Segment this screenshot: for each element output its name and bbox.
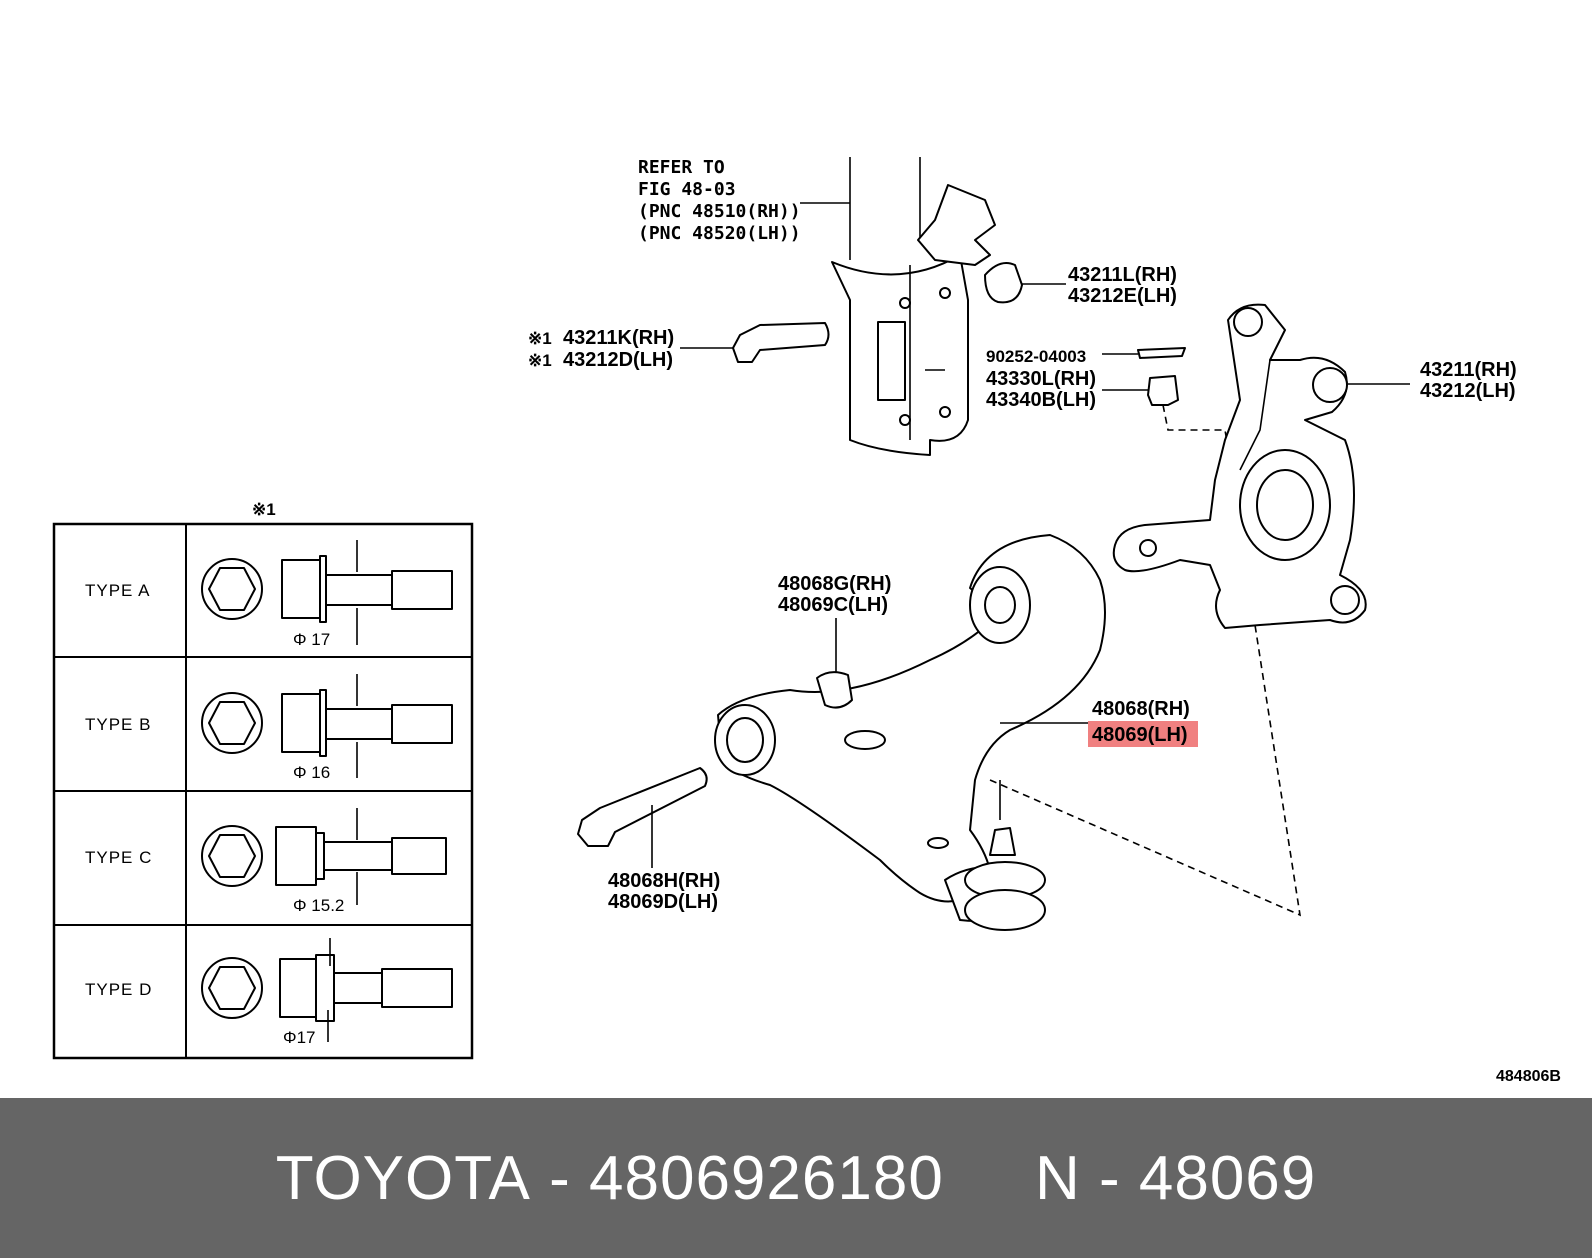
bolt-types-table: ※1 TYPE A Φ 17 TYPE B <box>52 500 474 1060</box>
table-row: TYPE B Φ 16 <box>85 674 453 782</box>
footer-n-label: N <box>1034 1143 1081 1213</box>
footer-part-number: 4806926180 <box>589 1143 944 1213</box>
callout-43212D: 43212D(LH) <box>563 349 673 371</box>
footer-brand: TOYOTA <box>275 1143 531 1213</box>
svg-text:REFER TO: REFER TO <box>638 157 725 178</box>
diameter-label: Φ 16 <box>293 763 330 782</box>
hub-bolt-icon <box>201 540 453 645</box>
mark-1a: ※1 <box>528 329 552 348</box>
type-label: TYPE D <box>85 980 152 999</box>
parts-diagram: REFER TO FIG 48-03 (PNC 48510(RH)) (PNC … <box>52 157 1561 1085</box>
svg-text:(PNC 48510(RH)): (PNC 48510(RH)) <box>638 201 801 222</box>
callout-43330L: 43330L(RH) <box>986 368 1096 390</box>
cotter-pin-and-nut <box>1102 347 1231 461</box>
callout-48068H: 48068H(RH) <box>608 870 720 892</box>
callout-48068G: 48068G(RH) <box>778 573 891 595</box>
callout-43211L: 43211L(RH) <box>1068 264 1177 286</box>
footer-pnc: 48069 <box>1138 1143 1317 1213</box>
diameter-label: Φ 15.2 <box>293 896 344 915</box>
hub-bolt-icon <box>201 674 453 778</box>
diameter-label: Φ 17 <box>293 630 330 649</box>
lower-control-arm <box>714 534 1302 931</box>
callout-48069D: 48069D(LH) <box>608 891 718 913</box>
diameter-label: Φ17 <box>283 1028 315 1047</box>
table-row: TYPE A Φ 17 <box>85 540 453 649</box>
callout-43211K: 43211K(RH) <box>563 327 674 349</box>
diagram-code: 484806B <box>1496 1068 1561 1085</box>
part-footer: TOYOTA - 4806926180 N - 48069 <box>0 1098 1592 1258</box>
svg-text:FIG 48-03: FIG 48-03 <box>638 179 736 200</box>
strut-bolt <box>680 322 830 363</box>
hub-bolt-icon <box>201 808 447 905</box>
callout-90252: 90252-04003 <box>986 347 1086 366</box>
footer-gap <box>944 1143 1035 1214</box>
mark-1b: ※1 <box>528 351 552 370</box>
type-label: TYPE B <box>85 715 151 734</box>
callout-43212E: 43212E(LH) <box>1068 285 1177 307</box>
bushing-part <box>816 618 853 709</box>
callout-43212: 43212(LH) <box>1420 380 1516 402</box>
callout-48069C: 48069C(LH) <box>778 594 888 616</box>
table-row: TYPE C Φ 15.2 <box>85 808 447 915</box>
steering-knuckle <box>1112 303 1410 629</box>
highlight-48069 <box>1088 721 1198 747</box>
callout-43340B: 43340B(LH) <box>986 389 1096 411</box>
cap-part <box>984 262 1066 304</box>
footer-separator: - <box>530 1143 589 1213</box>
callout-48069-highlighted: 48069(LH) <box>1092 724 1188 746</box>
hub-bolt-icon <box>201 938 453 1042</box>
svg-text:(PNC 48520(LH)): (PNC 48520(LH)) <box>638 223 801 244</box>
callout-43211: 43211(RH) <box>1420 359 1517 381</box>
table-header-mark: ※1 <box>252 500 276 519</box>
callout-48068: 48068(RH) <box>1092 698 1190 720</box>
strut-assembly <box>831 157 996 456</box>
type-label: TYPE A <box>85 581 151 600</box>
table-row: TYPE D Φ17 <box>85 938 453 1047</box>
footer-separator-2: - <box>1080 1143 1139 1213</box>
arm-bolt <box>577 767 708 868</box>
refer-note: REFER TO FIG 48-03 (PNC 48510(RH)) (PNC … <box>638 157 801 244</box>
type-label: TYPE C <box>85 848 152 867</box>
